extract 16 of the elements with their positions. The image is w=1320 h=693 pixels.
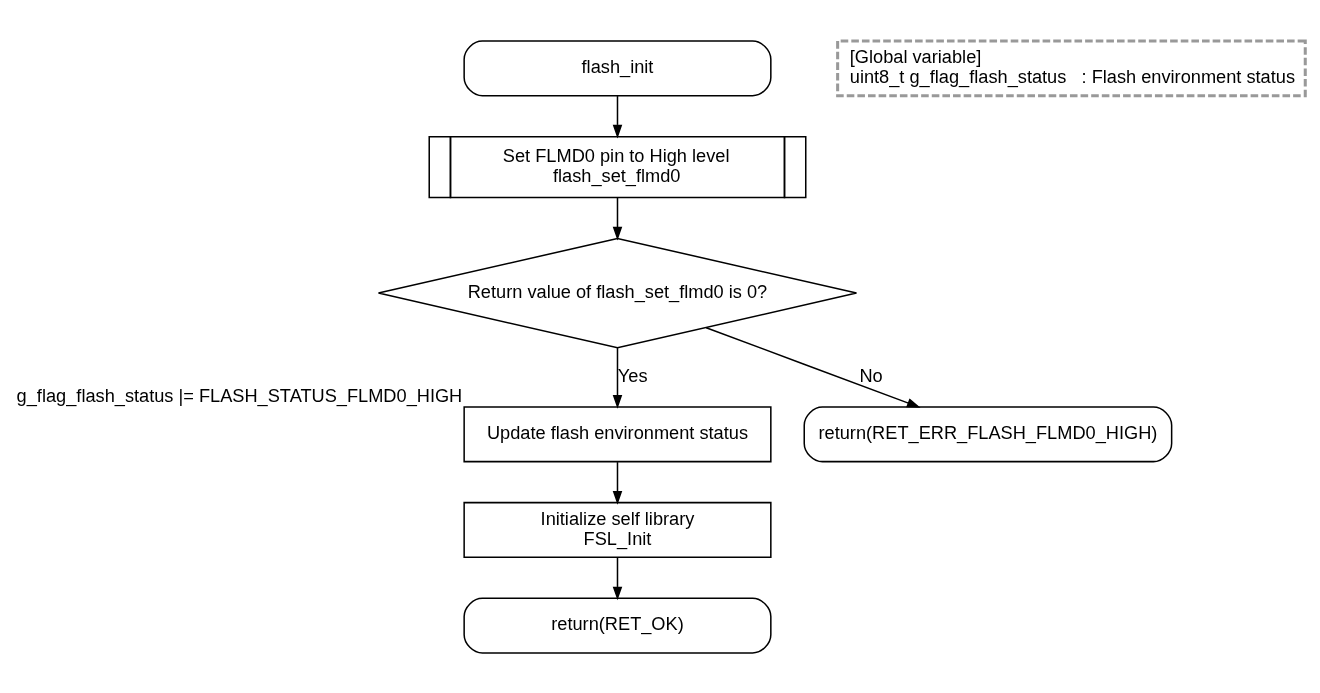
arrow xyxy=(612,196,623,240)
arrow xyxy=(612,346,623,409)
edge-label: Yes xyxy=(617,365,648,386)
edge-label: No xyxy=(859,365,883,386)
node-box: return(RET_ERR_FLASH_FLMD0_HIGH) xyxy=(803,405,1173,462)
arrow xyxy=(612,556,623,600)
arrow xyxy=(705,326,921,408)
node-box: [Global variable] uint8_t g_flag_flash_status : Flash environment status xyxy=(836,39,1307,97)
node-box: return(RET_OK) xyxy=(463,597,772,654)
arrow xyxy=(612,460,623,505)
node-box: Initialize self library FSL_Init xyxy=(463,501,772,558)
arrow xyxy=(612,94,623,138)
node-box: Update flash environment status xyxy=(463,405,772,462)
node-box: flash_init xyxy=(463,39,772,96)
node-label: g_flag_flash_status |= FLASH_STATUS_FLMD0_HIGH xyxy=(16,385,463,406)
node-diamond: Return value of flash_set_flmd0 is 0? xyxy=(377,237,858,349)
